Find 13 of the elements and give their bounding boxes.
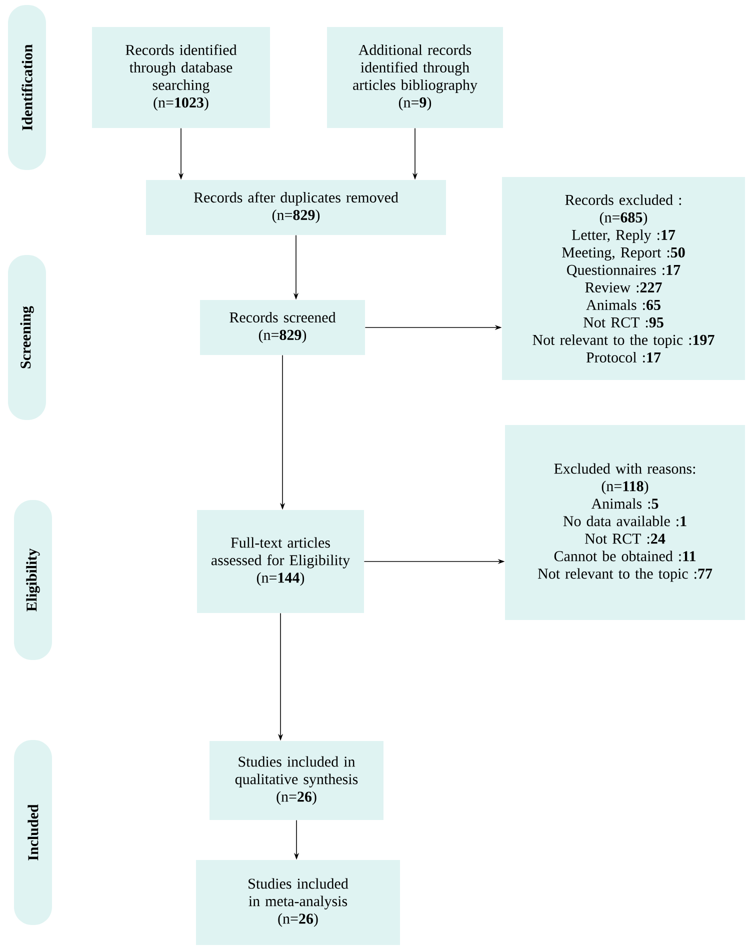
- process-box: Records screened (n=829): [200, 300, 365, 355]
- process-box: Studies included in qualitative synthesis (n=26): [210, 741, 384, 820]
- phase-band: Identification: [8, 5, 46, 170]
- process-box: Studies included in meta-analysis (n=26): [196, 860, 400, 945]
- phase-band: Eligibility: [14, 500, 52, 660]
- process-box: Additional records identified through articles bibliography (n=9): [327, 27, 503, 128]
- phase-band: Included: [14, 740, 52, 925]
- process-box: Records after duplicates removed (n=829): [146, 180, 446, 235]
- process-box: Excluded with reasons: (n=118) Animals :5 No data available :1 Not RCT :24 Cannot be obtained :11 Not relevant to the topic :77: [505, 425, 745, 620]
- process-box: Full-text articles assessed for Eligibility (n=144): [197, 510, 364, 613]
- process-box: Records identified through database searching (n=1023): [92, 27, 270, 128]
- process-box: Records excluded : (n=685) Letter, Reply :17 Meeting, Report :50 Questionnaires :17 Review :227 Animals :65 Not RCT :95 Not relevant to the topic :197 Protocol :17: [502, 177, 745, 380]
- phase-band: Screening: [8, 255, 46, 420]
